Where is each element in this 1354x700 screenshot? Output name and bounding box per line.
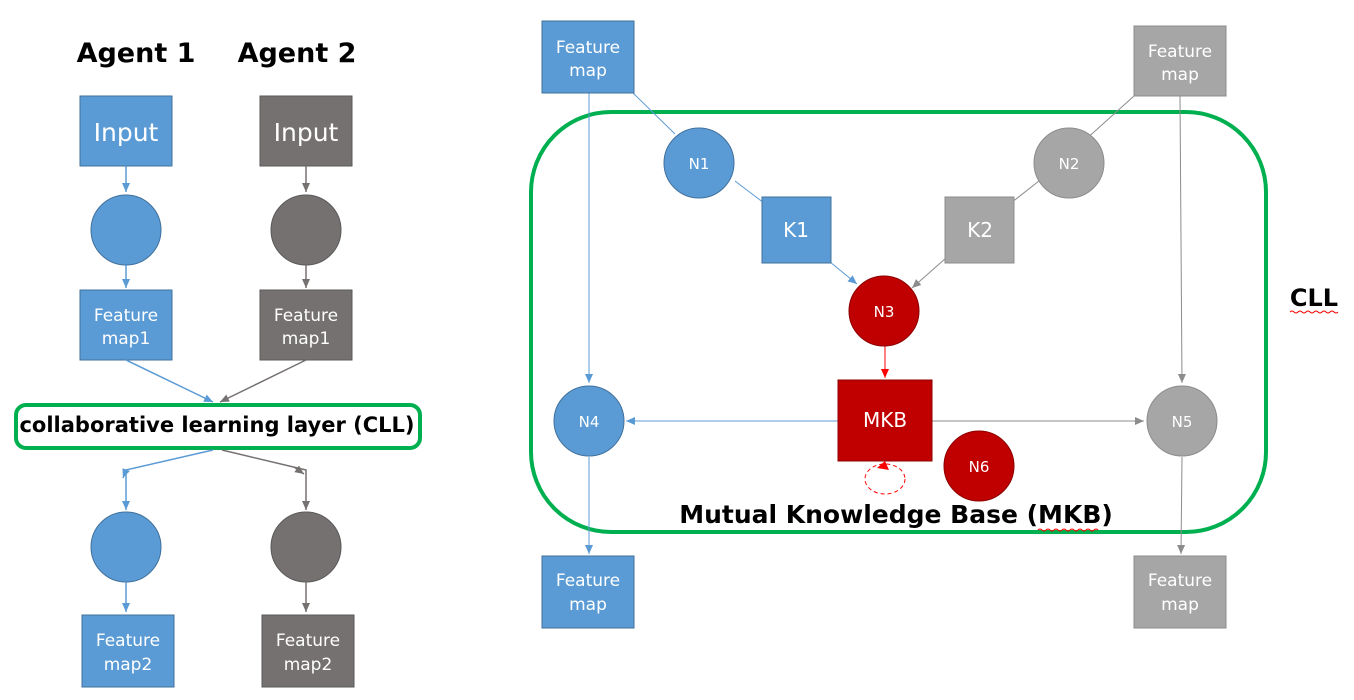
node-n2-label: N2	[1059, 155, 1080, 173]
arrow-cll-to-agent2-node	[221, 449, 310, 510]
cll-layer-label: collaborative learning layer (CLL)	[19, 413, 414, 437]
node-n2	[1033, 127, 1105, 199]
node-k1-label: K1	[783, 218, 809, 242]
agent1-featmap2-box	[81, 614, 175, 688]
agent2-featmap1-line1: Feature	[274, 306, 338, 326]
node-n6-label: N6	[969, 458, 990, 476]
agent1-lower-node-circle	[90, 511, 162, 583]
agent2-input-box	[259, 95, 353, 167]
agent2-featmap1-line2: map1	[282, 329, 331, 349]
agent2-title: Agent 2	[238, 38, 357, 69]
node-mkb-label: MKB	[863, 408, 907, 432]
edge-n2-to-k2	[1010, 176, 1045, 204]
mkb-self-loop-arrowhead	[877, 461, 889, 470]
mkb-self-loop	[864, 463, 906, 495]
agent1-title: Agent 1	[77, 38, 196, 69]
node-mkb	[837, 379, 933, 462]
agent2-featmap2-box	[261, 614, 355, 688]
node-n5	[1146, 385, 1218, 457]
agent1-featmap1-line2: map1	[102, 329, 151, 349]
edge-featmap-to-n5	[1177, 95, 1186, 384]
bottom-left-featmap-line1: Feature	[556, 571, 620, 591]
arrow-cll-branch-agent1	[122, 468, 130, 479]
node-n6	[943, 430, 1015, 502]
agent2-featmap2-line1: Feature	[276, 631, 340, 651]
edge-k1-to-n3	[829, 261, 858, 285]
node-k1	[761, 196, 832, 264]
agent2-featmap2-line2: map2	[284, 655, 333, 675]
cll-layer-box	[14, 403, 422, 450]
node-n3	[848, 275, 920, 347]
node-n3-label: N3	[874, 303, 895, 321]
top-right-featmap-line1: Feature	[1148, 42, 1212, 62]
node-k2	[944, 196, 1015, 264]
bottom-right-featmap-line1: Feature	[1148, 571, 1212, 591]
node-n4	[553, 385, 625, 457]
node-n1-label: N1	[689, 155, 710, 173]
top-right-featmap-line2: map	[1161, 65, 1199, 85]
top-right-featmap-box	[1133, 25, 1227, 97]
bottom-left-featmap-line2: map	[569, 595, 607, 615]
arrow-agent1-featmap1-to-cll	[125, 359, 214, 403]
cll-boundary	[529, 110, 1268, 534]
node-n5-label: N5	[1172, 413, 1193, 431]
top-left-featmap-box	[541, 20, 635, 94]
mkb-caption: Mutual Knowledge Base (MKB)	[679, 500, 1113, 529]
agent1-featmap1-box	[79, 289, 173, 361]
cll-side-label-spellcheck-underline	[1289, 310, 1339, 314]
agent2-featmap1-box	[259, 289, 353, 361]
agent1-featmap2-line2: map2	[104, 655, 153, 675]
edge-featmap-to-n1	[632, 92, 676, 135]
cll-side-label: CLL	[1290, 284, 1338, 312]
bottom-right-featmap-line2: map	[1161, 595, 1199, 615]
bottom-left-featmap-box	[541, 555, 635, 629]
mkb-caption-spellcheck-underline	[1037, 528, 1099, 532]
agent1-featmap1-line1: Feature	[94, 306, 158, 326]
agent2-node-circle	[270, 194, 342, 266]
edge-n5-to-featmap	[1177, 456, 1186, 555]
node-n4-label: N4	[579, 413, 600, 431]
agent2-lower-node-circle	[270, 511, 342, 583]
node-k2-label: K2	[967, 218, 993, 242]
agent1-input-box	[79, 95, 173, 167]
bottom-right-featmap-box	[1133, 555, 1227, 629]
arrow-cll-branch-agent2	[293, 465, 305, 475]
edge-k2-to-n3	[911, 257, 947, 289]
agent1-featmap2-line1: Feature	[96, 631, 160, 651]
arrow-cll-to-agent1-node	[122, 449, 214, 510]
agent1-input-label: Input	[94, 118, 159, 147]
edge-n1-to-k1	[734, 180, 765, 204]
arrow-agent2-featmap1-to-cll	[219, 359, 307, 403]
node-n1	[663, 127, 735, 199]
top-left-featmap-line1: Feature	[556, 38, 620, 58]
agent1-node-circle	[90, 194, 162, 266]
top-left-featmap-line2: map	[569, 61, 607, 81]
agent2-input-label: Input	[274, 118, 339, 147]
